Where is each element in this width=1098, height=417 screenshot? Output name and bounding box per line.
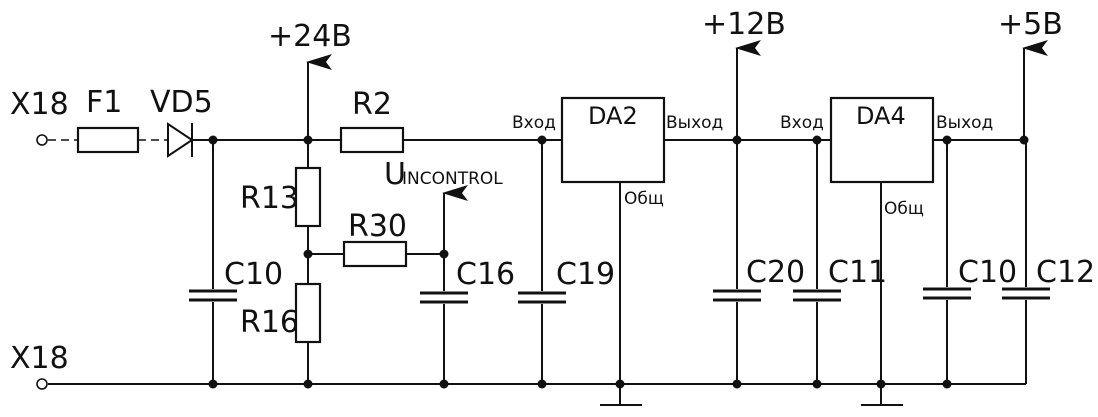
junction-dot xyxy=(812,135,822,145)
regulator-da2 xyxy=(560,96,666,184)
junction-dots xyxy=(208,135,1029,389)
terminal-x18-bottom xyxy=(36,378,48,390)
junction-dot xyxy=(732,135,742,145)
label-plus12: +12В xyxy=(702,7,786,42)
junction-dot xyxy=(537,379,547,389)
label-da4-out: Выход xyxy=(936,113,993,133)
junction-dot xyxy=(876,379,886,389)
label-da4-gnd: Общ xyxy=(884,199,924,219)
resistor-r13 xyxy=(294,166,322,228)
junction-dot xyxy=(537,135,547,145)
junction-dot xyxy=(303,249,313,259)
junction-dot xyxy=(615,379,625,389)
resistor-r30 xyxy=(342,240,408,268)
label-c12: C12 xyxy=(1036,255,1095,290)
junction-dot xyxy=(732,379,742,389)
label-u-sub: INCONTROL xyxy=(402,169,503,189)
label-c11: C11 xyxy=(828,255,887,290)
label-da4: DA4 xyxy=(856,102,906,130)
junction-dot xyxy=(942,379,952,389)
label-f1: F1 xyxy=(86,85,122,120)
fuse-f1 xyxy=(76,126,140,154)
label-c10-left: C10 xyxy=(224,257,283,292)
label-plus5: +5В xyxy=(998,7,1063,42)
diode-vd5 xyxy=(167,122,194,158)
label-da2-out: Выход xyxy=(666,113,723,133)
junction-dot xyxy=(303,135,313,145)
label-da2: DA2 xyxy=(588,102,638,130)
label-u-main: U xyxy=(384,157,406,192)
terminal-x18-top xyxy=(36,134,48,146)
junction-dot xyxy=(942,135,952,145)
junction-dot xyxy=(208,135,218,145)
junction-dot xyxy=(439,249,449,259)
label-r30: R30 xyxy=(348,209,407,244)
junction-dot xyxy=(812,379,822,389)
junction-dot xyxy=(1019,135,1029,145)
label-da2-gnd: Общ xyxy=(624,189,664,209)
resistor-r2 xyxy=(339,126,405,154)
label-r16: R16 xyxy=(240,305,299,340)
label-c16: C16 xyxy=(456,257,515,292)
label-vd5: VD5 xyxy=(150,85,213,120)
label-r13: R13 xyxy=(240,181,299,216)
label-c20: C20 xyxy=(746,255,805,290)
label-da2-in: Вход xyxy=(512,113,556,133)
junction-dot xyxy=(303,379,313,389)
junction-dot xyxy=(208,379,218,389)
label-plus24: +24В xyxy=(268,19,352,54)
resistor-r16 xyxy=(294,282,322,344)
label-r2: R2 xyxy=(352,87,392,122)
junction-dot xyxy=(439,379,449,389)
label-x18-top: X18 xyxy=(10,87,69,122)
label-da4-in: Вход xyxy=(780,113,824,133)
label-c19: C19 xyxy=(556,257,615,292)
label-c10-right: C10 xyxy=(958,255,1017,290)
label-x18-bottom: X18 xyxy=(10,341,69,376)
